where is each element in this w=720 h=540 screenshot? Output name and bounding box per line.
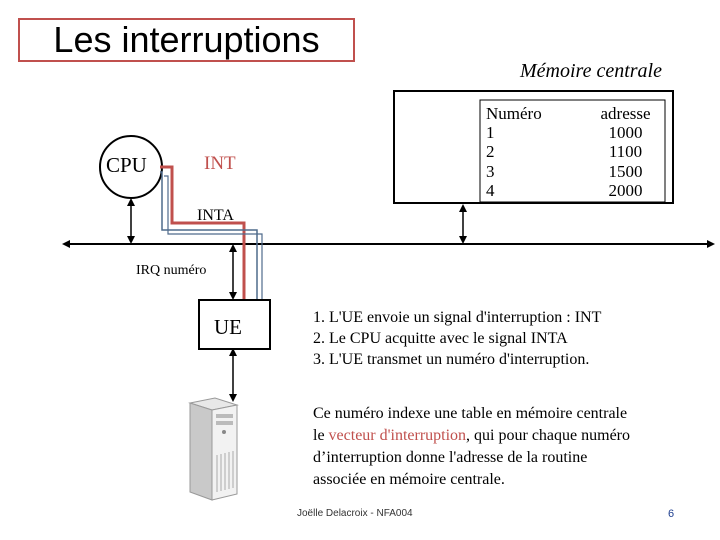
table-row: 2 1100 (480, 142, 665, 163)
desc-line: Ce numéro indexe une table en mémoire ce… (313, 405, 628, 422)
int-signal-line (160, 165, 246, 300)
int-label: INT (204, 153, 236, 174)
header-numero: Numéro (486, 104, 542, 123)
table-row: 1 1000 (480, 123, 665, 144)
step-item: 3. L'UE transmet un numéro d'interruptio… (313, 351, 590, 368)
cell-num: 1 (486, 123, 495, 143)
ue-box (198, 299, 271, 350)
description-paragraph: Ce numéro indexe une table en mémoire ce… (313, 403, 713, 491)
title-frame (18, 18, 355, 62)
step-item: 2. Le CPU acquitte avec le signal INTA (313, 330, 568, 347)
table-row: 4 2000 (480, 180, 665, 202)
footer-author: Joëlle Delacroix - NFA004 (297, 508, 413, 519)
memory-box (393, 90, 674, 204)
table-row: Numéro adresse (480, 104, 665, 125)
vector-highlight: vecteur d'interruption (328, 427, 467, 444)
slide-title: Les interruptions (53, 19, 320, 60)
inta-label: INTA (197, 207, 234, 224)
desc-line: le vecteur d'interruption, qui pour chaq… (313, 425, 713, 447)
cell-num: 4 (486, 180, 495, 200)
table-row: 3 1500 (480, 161, 665, 183)
interrupt-vector-table: Numéro adresse 1 1000 2 1100 3 1500 4 20… (480, 104, 665, 202)
table-frame (479, 99, 666, 203)
desc-text: le (313, 427, 329, 444)
cell-addr: 1000 (608, 123, 643, 143)
steps-list: 1. L'UE envoie un signal d'interruption … (313, 307, 713, 370)
ue-label: UE (214, 315, 242, 339)
cell-addr: 1100 (608, 142, 643, 162)
cell-num: 2 (486, 142, 495, 162)
computer-tower-icon (188, 397, 239, 501)
page-number: 6 (668, 508, 675, 520)
cell-addr: 2000 (608, 180, 643, 200)
cpu-label: CPU (106, 153, 147, 177)
desc-line: associée en mémoire centrale. (313, 471, 505, 488)
header-adresse: adresse (600, 104, 651, 123)
desc-line: d’interruption donne l'adresse de la rou… (313, 449, 588, 466)
cell-addr: 1500 (608, 161, 643, 181)
inta-signal-line (164, 175, 263, 300)
memory-title: Mémoire centrale (520, 60, 662, 82)
step-item: 1. L'UE envoie un signal d'interruption … (313, 309, 602, 326)
irq-label: IRQ numéro (136, 263, 207, 278)
desc-text: , qui pour chaque numéro (466, 427, 630, 444)
cell-num: 3 (486, 161, 495, 181)
inta-signal-line (160, 171, 258, 300)
